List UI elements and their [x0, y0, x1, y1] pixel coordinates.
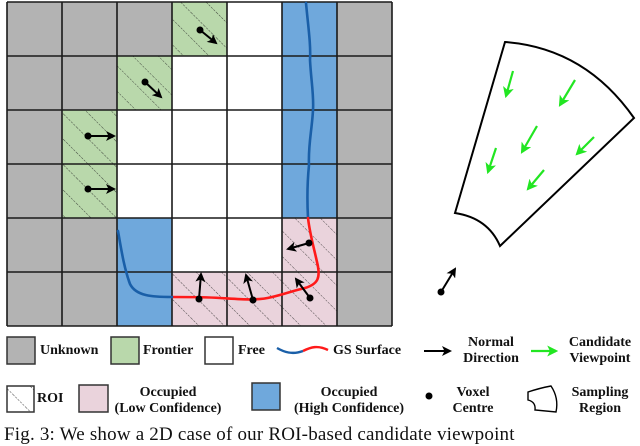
legend-voxel-centre-line1: Voxel [456, 385, 490, 400]
legend-candidate-viewpoint-label: Candidate Viewpoint [569, 335, 631, 367]
grid-cell-free [227, 110, 282, 164]
gs-surface-low-confidence [170, 216, 320, 301]
grid-cell-unknown [337, 164, 392, 218]
legend-occupied-high-label: Occupied (High Confidence) [294, 385, 404, 417]
legend-voxel-centre-dot [425, 392, 433, 400]
gs-surface-curve [116, 1, 320, 301]
legend-sampling-region-line1: Sampling [571, 385, 629, 400]
legend-voxel-centre-label: Voxel Centre [453, 385, 494, 417]
sample-voxel-centre [437, 288, 445, 296]
legend-normal-direction-line2: Direction [463, 351, 519, 366]
legend-sampling-region-label: Sampling Region [572, 385, 629, 417]
grid-cell-unknown [62, 2, 117, 56]
legend-roi-label: ROI [37, 391, 64, 406]
grid-cell-free [172, 218, 227, 272]
normal-arrows [88, 29, 311, 301]
legend-frontier-swatch [110, 336, 140, 365]
grid-cell-unknown [117, 2, 172, 56]
legend-normal-direction-line1: Normal [468, 335, 514, 350]
legend-gs-surface-curve-red [302, 345, 329, 353]
grid-cell-free [227, 218, 282, 272]
legend-sampling-region-line2: Region [579, 401, 621, 416]
legend-roi-swatch [7, 386, 34, 412]
gs-surface-high-confidence-left [116, 229, 174, 299]
grid-cell-unknown [337, 218, 392, 272]
sampling-region-outline [453, 40, 636, 248]
grid-cell-unknown [7, 272, 62, 326]
grid-cell-free [117, 164, 172, 218]
grid-cell-unknown [7, 56, 62, 110]
legend-occupied-low-label: Occupied (Low Confidence) [115, 385, 222, 417]
legend-normal-direction-label: Normal Direction [463, 335, 519, 367]
grid-cell-free [227, 56, 282, 110]
gs-surface-high-confidence-right [304, 1, 315, 220]
occupancy-grid [6, 1, 393, 327]
legend-frontier-label: Frontier [143, 343, 194, 358]
legend-unknown-label: Unknown [40, 343, 99, 358]
legend-free-label: Free [238, 343, 265, 358]
grid-cell-occupied-high [117, 218, 172, 272]
candidate-viewpoint-arrows [485, 70, 595, 191]
legend-icons [6, 336, 559, 413]
legend-sampling-region-shape [527, 385, 558, 413]
grid-cell-free [227, 2, 282, 56]
grid-cell-free [227, 164, 282, 218]
legend-candidate-viewpoint-line1: Candidate [568, 335, 632, 350]
grid-cell-unknown [7, 110, 62, 164]
legend-occupied-low-swatch [78, 384, 109, 413]
grid-cell-unknown [337, 56, 392, 110]
grid-cell-free [172, 110, 227, 164]
sampling-region [437, 40, 636, 296]
grid-cell-free [172, 164, 227, 218]
legend-gs-surface-curve-blue [276, 346, 304, 355]
grid-cell-unknown [7, 218, 62, 272]
grid-cell-unknown [7, 164, 62, 218]
grid-cell-unknown [337, 2, 392, 56]
legend-occupied-high-line1: Occupied [320, 385, 378, 400]
legend-occupied-high-line2: (High Confidence) [293, 401, 405, 416]
grid-cell-occupied-high [117, 272, 172, 326]
legend-voxel-centre-line2: Centre [452, 401, 494, 416]
sample-normal-arrow [440, 267, 457, 293]
figure-caption: Fig. 3: We show a 2D case of our ROI-bas… [4, 424, 515, 445]
grid-cell-free [172, 56, 227, 110]
legend-unknown-swatch [6, 336, 36, 365]
grid-cell-unknown [337, 110, 392, 164]
grid-cell-unknown [62, 56, 117, 110]
legend-occupied-low-line2: (Low Confidence) [114, 401, 222, 416]
grid-cell-unknown [7, 2, 62, 56]
legend-free-swatch [204, 336, 234, 365]
grid-cell-unknown [337, 272, 392, 326]
legend-occupied-high-swatch [251, 382, 281, 411]
grid-cell-unknown [62, 218, 117, 272]
legend-occupied-low-line1: Occupied [139, 385, 197, 400]
grid-cell-free [117, 110, 172, 164]
legend-gs-surface-label: GS Surface [333, 343, 402, 358]
grid-cell-unknown [62, 272, 117, 326]
voxel-centres [84, 26, 314, 304]
legend-candidate-viewpoint-line2: Viewpoint [569, 351, 631, 366]
